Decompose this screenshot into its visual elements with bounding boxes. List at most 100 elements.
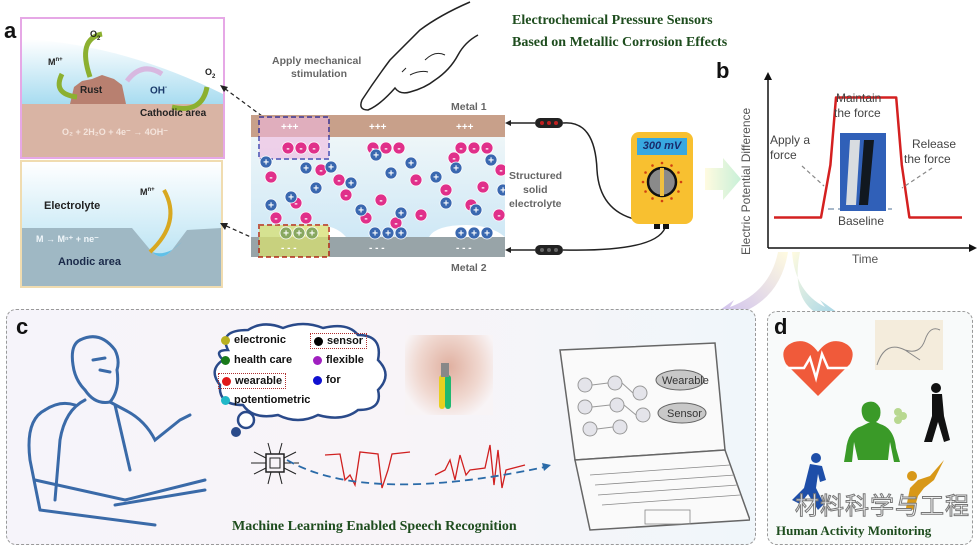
cation [449, 161, 463, 175]
anion-sign: - [379, 196, 382, 207]
keyword-item: wearable [218, 373, 287, 389]
dial-tick [660, 199, 664, 203]
tag-wearable-bg [655, 369, 705, 391]
cation-sign: + [458, 229, 464, 240]
chip-icon [251, 442, 299, 485]
keyword-text: flexible [326, 354, 364, 366]
electrolyte-label-line1: Structured [509, 170, 563, 182]
keyword-item: electronic [218, 333, 289, 347]
anion-sign: - [444, 186, 447, 197]
keyword-color-dot [314, 336, 323, 346]
x-axis-label: Time [852, 252, 879, 266]
cation [324, 160, 338, 174]
anion-sign: - [394, 219, 397, 230]
electrolyte-label: Electrolyte [44, 200, 101, 212]
metal-2-label: Metal 2 [451, 262, 487, 274]
cation-sign: + [443, 199, 449, 210]
panel-a-pointers [220, 85, 263, 243]
voltmeter-display: 300 mV [637, 138, 687, 155]
apply-pointer [801, 165, 825, 187]
solid-electrolyte [251, 137, 505, 237]
cation-sign: + [328, 163, 334, 174]
cathodic-equation: O₂ + 2H₂O + 4e⁻ → 4OH⁻ [62, 127, 169, 137]
cation [381, 226, 395, 240]
walking-person-icon [924, 383, 950, 442]
thinking-man-illustration [27, 335, 207, 527]
anodic-area-label: Anodic area [58, 256, 121, 268]
throat-sensor-photo [405, 335, 493, 415]
cation [344, 176, 358, 190]
cation-sign: + [283, 229, 289, 240]
cation-sign: + [348, 179, 354, 190]
x-axis-arrow [969, 244, 977, 252]
keyword-color-dot [221, 395, 230, 405]
metal-1-label: Metal 1 [451, 101, 487, 113]
anion-sign: - [469, 201, 472, 212]
cation-sign: + [385, 229, 391, 240]
plus-marks-1: +++ [281, 122, 299, 133]
cation-sign: + [358, 206, 364, 217]
anodic-illustration [22, 162, 221, 286]
cation-sign: + [303, 164, 309, 175]
panel-d-letter: d [774, 314, 788, 339]
keyword-color-dot [222, 376, 231, 386]
anion [307, 141, 321, 155]
keyword-color-dot [313, 375, 322, 385]
o2-label-left: O [90, 29, 98, 39]
keyword-item: potentiometric [218, 393, 313, 407]
cation [404, 156, 418, 170]
cation [467, 226, 481, 240]
waveform-1 [324, 451, 411, 489]
waveform-2 [434, 444, 526, 489]
anion-sign: - [299, 144, 302, 155]
anion [299, 211, 313, 225]
keyword-text: health care [234, 354, 293, 366]
anion [374, 193, 388, 207]
anion-sign: - [452, 154, 455, 165]
rust-deposit [70, 75, 126, 104]
plus-marks-3: +++ [456, 122, 474, 133]
running-person-icon [792, 453, 826, 510]
anion-sign: - [384, 144, 387, 155]
dial-tick [651, 197, 654, 200]
keyword-item: health care [218, 353, 295, 367]
cathodic-illustration [22, 19, 223, 157]
anion-sign: - [364, 214, 367, 225]
dial-tick [677, 171, 680, 174]
arrow-to-panel-c [710, 252, 788, 324]
anion-sign: - [419, 211, 422, 222]
cation-sign: + [313, 184, 319, 195]
anion [467, 141, 481, 155]
minus-marks-1: - - - [281, 243, 297, 254]
cation-sign: + [471, 229, 477, 240]
panel-d-caption: Human Activity Monitoring [776, 523, 932, 538]
cation-sign: + [373, 151, 379, 162]
anion-sign: - [344, 191, 347, 202]
keyword-color-dot [313, 355, 322, 365]
panel-c-letter: c [16, 314, 29, 339]
wires [505, 118, 666, 255]
speech-waveforms [324, 444, 526, 489]
voltmeter-dial[interactable] [640, 160, 684, 204]
cation-sign: + [388, 169, 394, 180]
anion [454, 141, 468, 155]
keyword-text: wearable [235, 375, 283, 387]
apply-stimulation-line1: Apply mechanical [272, 55, 362, 67]
electrolyte-label-line3: electrolyte [509, 198, 562, 210]
cation [484, 153, 498, 167]
keyword-item: flexible [310, 353, 367, 367]
dial-tick [641, 180, 645, 184]
anion-sign: - [269, 173, 272, 184]
anion-sign: - [497, 211, 500, 222]
keyword-color-dot [221, 335, 230, 345]
cation [299, 161, 313, 175]
annotation-apply-line2: force [770, 148, 797, 162]
anion [480, 141, 494, 155]
anion [439, 183, 453, 197]
potential-chart: Electric Potential Difference Time Maint… [739, 72, 977, 266]
dial-tick [670, 197, 673, 200]
anion-sign: - [319, 166, 322, 177]
keyword-text: for [326, 374, 341, 386]
anodic-equation: M → Mⁿ⁺ + ne⁻ [36, 234, 99, 244]
cation [259, 155, 273, 169]
